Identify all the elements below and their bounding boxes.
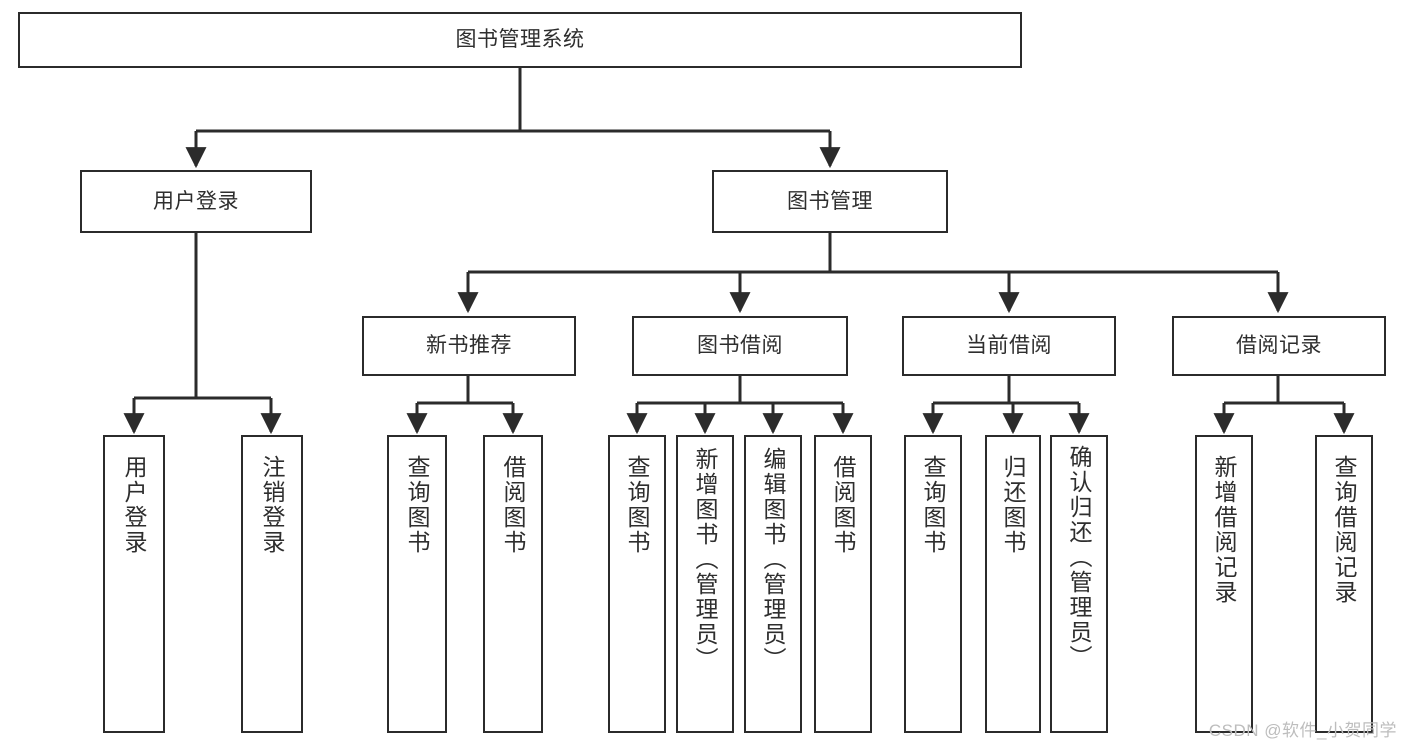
node-book-management[interactable]: 图书管理 xyxy=(712,170,948,233)
leaf-query-book-current[interactable]: 查询图书 xyxy=(904,435,962,733)
leaf-query-borrow-record[interactable]: 查询借阅记录 xyxy=(1315,435,1373,733)
node-label: 用户登录 xyxy=(121,455,148,555)
node-label: 新增借阅记录 xyxy=(1211,455,1238,605)
node-user-login[interactable]: 用户登录 xyxy=(80,170,312,233)
node-book-borrow[interactable]: 图书借阅 xyxy=(632,316,848,376)
node-label: 当前借阅 xyxy=(966,334,1052,358)
node-label: 用户登录 xyxy=(153,189,239,213)
node-new-book-recommend[interactable]: 新书推荐 xyxy=(362,316,576,376)
node-label: 注销登录 xyxy=(259,455,286,555)
node-current-borrow[interactable]: 当前借阅 xyxy=(902,316,1116,376)
leaf-confirm-return-admin[interactable]: 确认归还（管理员） xyxy=(1050,435,1108,733)
node-label: 图书管理系统 xyxy=(455,28,585,52)
leaf-query-book-borrow[interactable]: 查询图书 xyxy=(608,435,666,733)
leaf-edit-book-admin[interactable]: 编辑图书（管理员） xyxy=(744,435,802,733)
node-label: 新书推荐 xyxy=(426,334,512,358)
node-label: 借阅记录 xyxy=(1236,334,1322,358)
node-label: 归还图书 xyxy=(1000,455,1027,555)
node-label: 确认归还（管理员） xyxy=(1066,445,1093,670)
leaf-logout[interactable]: 注销登录 xyxy=(241,435,303,733)
leaf-user-login[interactable]: 用户登录 xyxy=(103,435,165,733)
leaf-borrow-book[interactable]: 借阅图书 xyxy=(814,435,872,733)
node-label: 借阅图书 xyxy=(500,455,527,555)
node-label: 查询借阅记录 xyxy=(1331,455,1358,605)
node-label: 借阅图书 xyxy=(830,455,857,555)
leaf-borrow-book-recommend[interactable]: 借阅图书 xyxy=(483,435,543,733)
node-label: 查询图书 xyxy=(404,455,431,555)
node-label: 查询图书 xyxy=(920,455,947,555)
leaf-query-book-recommend[interactable]: 查询图书 xyxy=(387,435,447,733)
csdn-watermark: CSDN @软件_小贺同学 xyxy=(1208,721,1397,740)
node-label: 查询图书 xyxy=(624,455,651,555)
node-label: 图书借阅 xyxy=(697,334,783,358)
node-borrow-record[interactable]: 借阅记录 xyxy=(1172,316,1386,376)
node-label: 编辑图书（管理员） xyxy=(760,447,787,672)
leaf-return-book[interactable]: 归还图书 xyxy=(985,435,1041,733)
leaf-add-borrow-record[interactable]: 新增借阅记录 xyxy=(1195,435,1253,733)
leaf-add-book-admin[interactable]: 新增图书（管理员） xyxy=(676,435,734,733)
node-label: 新增图书（管理员） xyxy=(692,447,719,672)
node-label: 图书管理 xyxy=(787,189,873,213)
node-root-book-management-system[interactable]: 图书管理系统 xyxy=(18,12,1022,68)
